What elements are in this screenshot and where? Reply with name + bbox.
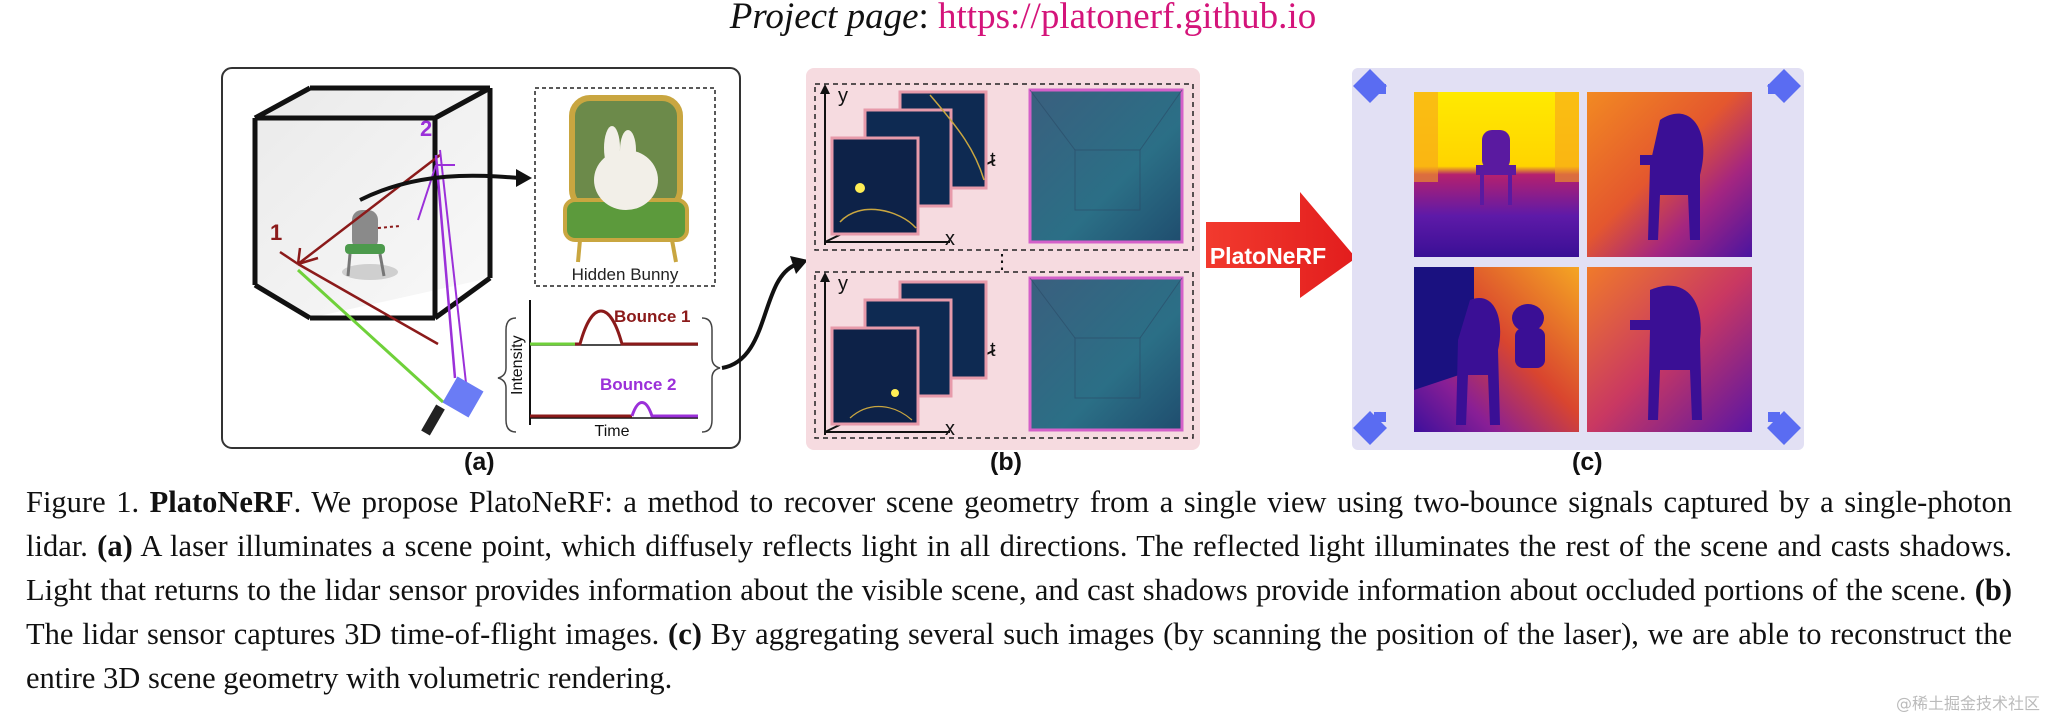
figure-1: 1 2 Hidden Bunny: [221, 67, 1804, 450]
platonerf-arrow-label: PlatoNeRF: [1210, 243, 1326, 269]
axis-x-top: x: [945, 228, 955, 250]
caption-b-label: (b): [1974, 573, 2013, 607]
panel-a-label: (a): [464, 448, 495, 476]
separator-dots: ⋮: [992, 251, 1012, 273]
caption-a-text: A laser illuminates a scene point, which…: [26, 529, 2012, 607]
tof-image-bottom: [1028, 276, 1184, 432]
axis-t-bottom: t: [990, 339, 996, 361]
chair-icon: [342, 210, 398, 280]
camera-icon-bl: [1353, 411, 1387, 445]
project-page-line: Project page: https://platonerf.github.i…: [0, 0, 2046, 37]
bracket-left: [497, 317, 517, 433]
bracket-right: [701, 317, 721, 433]
caption-a-label: (a): [97, 529, 133, 563]
panel-c-label: (c): [1572, 448, 1603, 476]
bounce-rays: [279, 149, 468, 404]
platonerf-arrow: PlatoNeRF: [1206, 192, 1356, 298]
camera-icon-tr: [1767, 69, 1801, 103]
panel-b-label: (b): [990, 448, 1022, 476]
caption-figure-label: Figure 1.: [26, 485, 140, 519]
zoom-arrow: [359, 173, 521, 202]
panel-a: 1 2 Hidden Bunny: [221, 67, 808, 449]
tof-stack-top: y t x: [820, 84, 996, 250]
hidden-bunny-inset: Hidden Bunny: [534, 87, 716, 287]
panel-b: ⋮ y t x: [806, 68, 1200, 450]
project-page-colon: :: [918, 0, 929, 37]
caption-b-text: The lidar sensor captures 3D time-of-fli…: [26, 617, 660, 651]
figure-caption: Figure 1. PlatoNeRF. We propose PlatoNeR…: [26, 480, 2012, 700]
caption-intro: . We propose PlatoNeRF: a method to reco…: [26, 485, 2012, 563]
panel-c: [1352, 68, 1804, 450]
axis-x-bottom: x: [945, 418, 955, 440]
depth-map-4: [1587, 267, 1752, 432]
depth-map-3: [1414, 267, 1579, 432]
bounce2-label: Bounce 2: [600, 375, 677, 394]
axis-t-top: t: [990, 149, 996, 171]
axis-y-top: y: [838, 85, 848, 107]
to-panel-b-arrow: [721, 263, 796, 370]
caption-c-text: By aggregating several such images (by s…: [26, 617, 2012, 695]
plot-ylabel: Intensity: [509, 335, 526, 395]
project-page-label: Project page: [729, 0, 919, 37]
tof-stack-bottom: y t x: [820, 272, 996, 440]
camera-icon-br: [1767, 411, 1801, 445]
depth-map-2: [1587, 92, 1752, 257]
camera-icon-tl: [1353, 69, 1387, 103]
project-page-link[interactable]: https://platonerf.github.io: [938, 0, 1317, 37]
caption-c-label: (c): [668, 617, 702, 651]
bounce-marker-1: 1: [270, 220, 282, 245]
bounce-marker-2: 2: [420, 116, 432, 141]
bounce1-label: Bounce 1: [614, 307, 691, 326]
plot-xlabel: Time: [595, 423, 630, 440]
depth-map-1: [1414, 92, 1579, 257]
room-cube: [252, 85, 493, 321]
laser-icon: [421, 404, 445, 436]
inset-caption: Hidden Bunny: [572, 265, 679, 284]
intensity-plot: Bounce 1 Bounce 2 Intensity Time: [509, 300, 698, 440]
lidar-sensor-icon: [442, 376, 484, 418]
tof-image-top: [1028, 88, 1184, 244]
axis-y-bottom: y: [838, 273, 848, 295]
caption-title: PlatoNeRF: [149, 485, 294, 519]
watermark: @稀土掘金技术社区: [1895, 694, 2040, 713]
